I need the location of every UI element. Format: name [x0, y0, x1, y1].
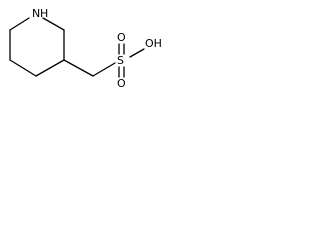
bond-n-c2 [42, 17, 65, 31]
bond-c3-c4 [35, 59, 65, 77]
bond-c6-n [9, 17, 30, 31]
atom-label-o-top: O [117, 31, 126, 44]
bond-ch2-s [92, 62, 116, 77]
atom-label-o-bottom: O [117, 77, 126, 90]
bond-c4-c5 [9, 59, 37, 77]
chemical-structure-diagram: N H S O O OH [9, 7, 162, 90]
atom-label-oh: OH [145, 37, 162, 50]
bond-c3-ch2 [63, 59, 94, 77]
atom-label-h: H [40, 7, 48, 20]
sulfonyl-group [118, 43, 145, 78]
atom-label-n: N [32, 7, 40, 20]
piperidine-ring [9, 17, 65, 77]
atom-label-s: S [117, 54, 124, 67]
bond-s-oh [129, 48, 145, 58]
